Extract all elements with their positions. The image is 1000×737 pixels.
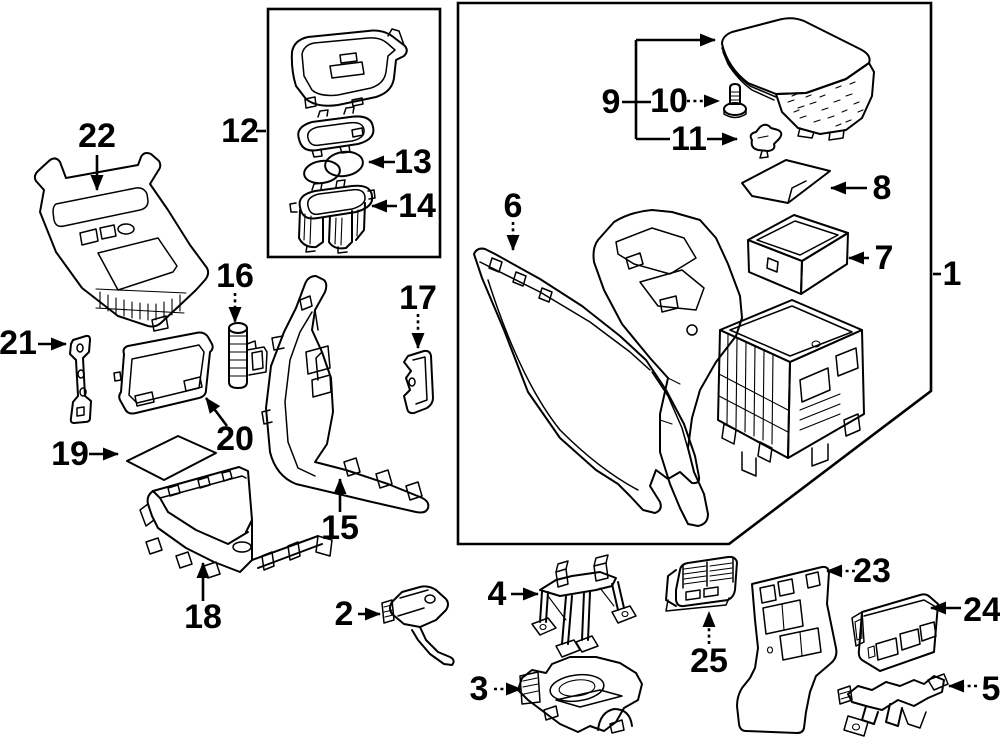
part-number-label-9[interactable]: 9 xyxy=(602,83,621,121)
callout-8[interactable]: 8 xyxy=(830,169,892,207)
part-11-clip xyxy=(749,123,783,159)
callout-17[interactable]: 17 xyxy=(399,279,437,349)
part-number-label-21[interactable]: 21 xyxy=(0,324,37,362)
callout-2[interactable]: 2 xyxy=(335,595,381,633)
part-number-label-25[interactable]: 25 xyxy=(690,642,728,680)
part-number-label-2[interactable]: 2 xyxy=(335,595,354,633)
part-number-label-15[interactable]: 15 xyxy=(321,509,359,547)
part-number-label-3[interactable]: 3 xyxy=(470,670,489,708)
part-number-label-5[interactable]: 5 xyxy=(982,670,1000,708)
part-9-armrest-lid xyxy=(721,17,875,141)
part-number-label-10[interactable]: 10 xyxy=(650,82,688,120)
callout-21[interactable]: 21 xyxy=(0,324,67,362)
callout-10[interactable]: 10 xyxy=(650,82,720,120)
part-12-cupholder-bezel xyxy=(297,106,375,158)
part-3-carrier-bracket xyxy=(517,656,643,734)
part-number-label-23[interactable]: 23 xyxy=(853,552,891,590)
part-number-label-18[interactable]: 18 xyxy=(184,598,222,636)
part-25-rear-vent-grille xyxy=(665,555,738,612)
callout-22[interactable]: 22 xyxy=(78,117,116,191)
callout-1[interactable]: 1 xyxy=(933,255,961,293)
part-number-label-7[interactable]: 7 xyxy=(875,239,894,277)
callout-24[interactable]: 24 xyxy=(930,591,1000,629)
callout-20[interactable]: 20 xyxy=(204,397,254,458)
callout-19[interactable]: 19 xyxy=(51,435,119,473)
part-16-damper-pin xyxy=(228,322,268,389)
part-number-label-16[interactable]: 16 xyxy=(216,257,254,295)
part-number-label-4[interactable]: 4 xyxy=(488,575,507,613)
part-7-storage-bin xyxy=(747,214,849,295)
part-number-label-12[interactable]: 12 xyxy=(221,112,259,150)
part-23-rear-console-cover xyxy=(736,565,838,734)
part-5-rear-bracket xyxy=(837,673,949,737)
callout-15[interactable]: 15 xyxy=(321,478,359,547)
part-22-upper-console-panel xyxy=(33,152,210,332)
part-number-label-20[interactable]: 20 xyxy=(216,420,254,458)
callout-9[interactable]: 9 xyxy=(602,33,716,139)
part-number-label-14[interactable]: 14 xyxy=(398,187,436,225)
callout-18[interactable]: 18 xyxy=(184,562,222,636)
part-21-side-bracket xyxy=(69,334,92,424)
leader-arrow xyxy=(204,397,229,427)
part-number-label-24[interactable]: 24 xyxy=(963,591,1000,629)
part-4-support-bracket xyxy=(531,554,637,658)
inset-box-console-assembly xyxy=(456,1,933,546)
part-number-label-19[interactable]: 19 xyxy=(51,435,89,473)
part-1-carrier-box xyxy=(717,299,865,477)
part-number-label-11[interactable]: 11 xyxy=(671,120,707,158)
callout-14[interactable]: 14 xyxy=(371,187,436,225)
callout-6[interactable]: 6 xyxy=(504,187,523,251)
callout-23[interactable]: 23 xyxy=(826,552,891,590)
part-20-display-panel xyxy=(113,331,214,415)
callout-7[interactable]: 7 xyxy=(848,239,894,277)
callout-4[interactable]: 4 xyxy=(488,575,539,613)
part-number-label-8[interactable]: 8 xyxy=(873,169,892,207)
callout-13[interactable]: 13 xyxy=(368,143,432,181)
part-10-bolt xyxy=(723,83,747,119)
part-2-mounting-bracket xyxy=(381,585,455,666)
part-8-box-mat xyxy=(741,159,831,204)
callout-12[interactable]: 12 xyxy=(221,112,266,150)
callout-3[interactable]: 3 xyxy=(470,670,522,708)
callout-16[interactable]: 16 xyxy=(216,257,254,323)
part-number-label-1[interactable]: 1 xyxy=(943,255,962,293)
part-19-console-mat xyxy=(126,435,217,481)
callout-25[interactable]: 25 xyxy=(690,611,728,680)
callout-11[interactable]: 11 xyxy=(636,120,738,158)
callout-5[interactable]: 5 xyxy=(948,670,1000,708)
part-14-cupholder-unit xyxy=(289,179,376,254)
part-17-bracket xyxy=(403,349,434,415)
inset-box-cupholder-group xyxy=(266,7,442,259)
part-24-rear-switch-panel xyxy=(851,593,939,672)
part-number-label-13[interactable]: 13 xyxy=(394,143,432,181)
part-18-lower-tray xyxy=(139,466,333,579)
part-15-side-panel xyxy=(261,275,430,514)
part-number-label-17[interactable]: 17 xyxy=(399,279,437,317)
part-number-label-6[interactable]: 6 xyxy=(504,187,523,225)
part-1-console-frame xyxy=(592,209,743,527)
part-13-cupholder-insert xyxy=(303,150,364,185)
part-number-label-22[interactable]: 22 xyxy=(78,117,116,155)
part-6-console-side-panel xyxy=(473,247,701,514)
part-12-console-tray xyxy=(290,28,408,109)
